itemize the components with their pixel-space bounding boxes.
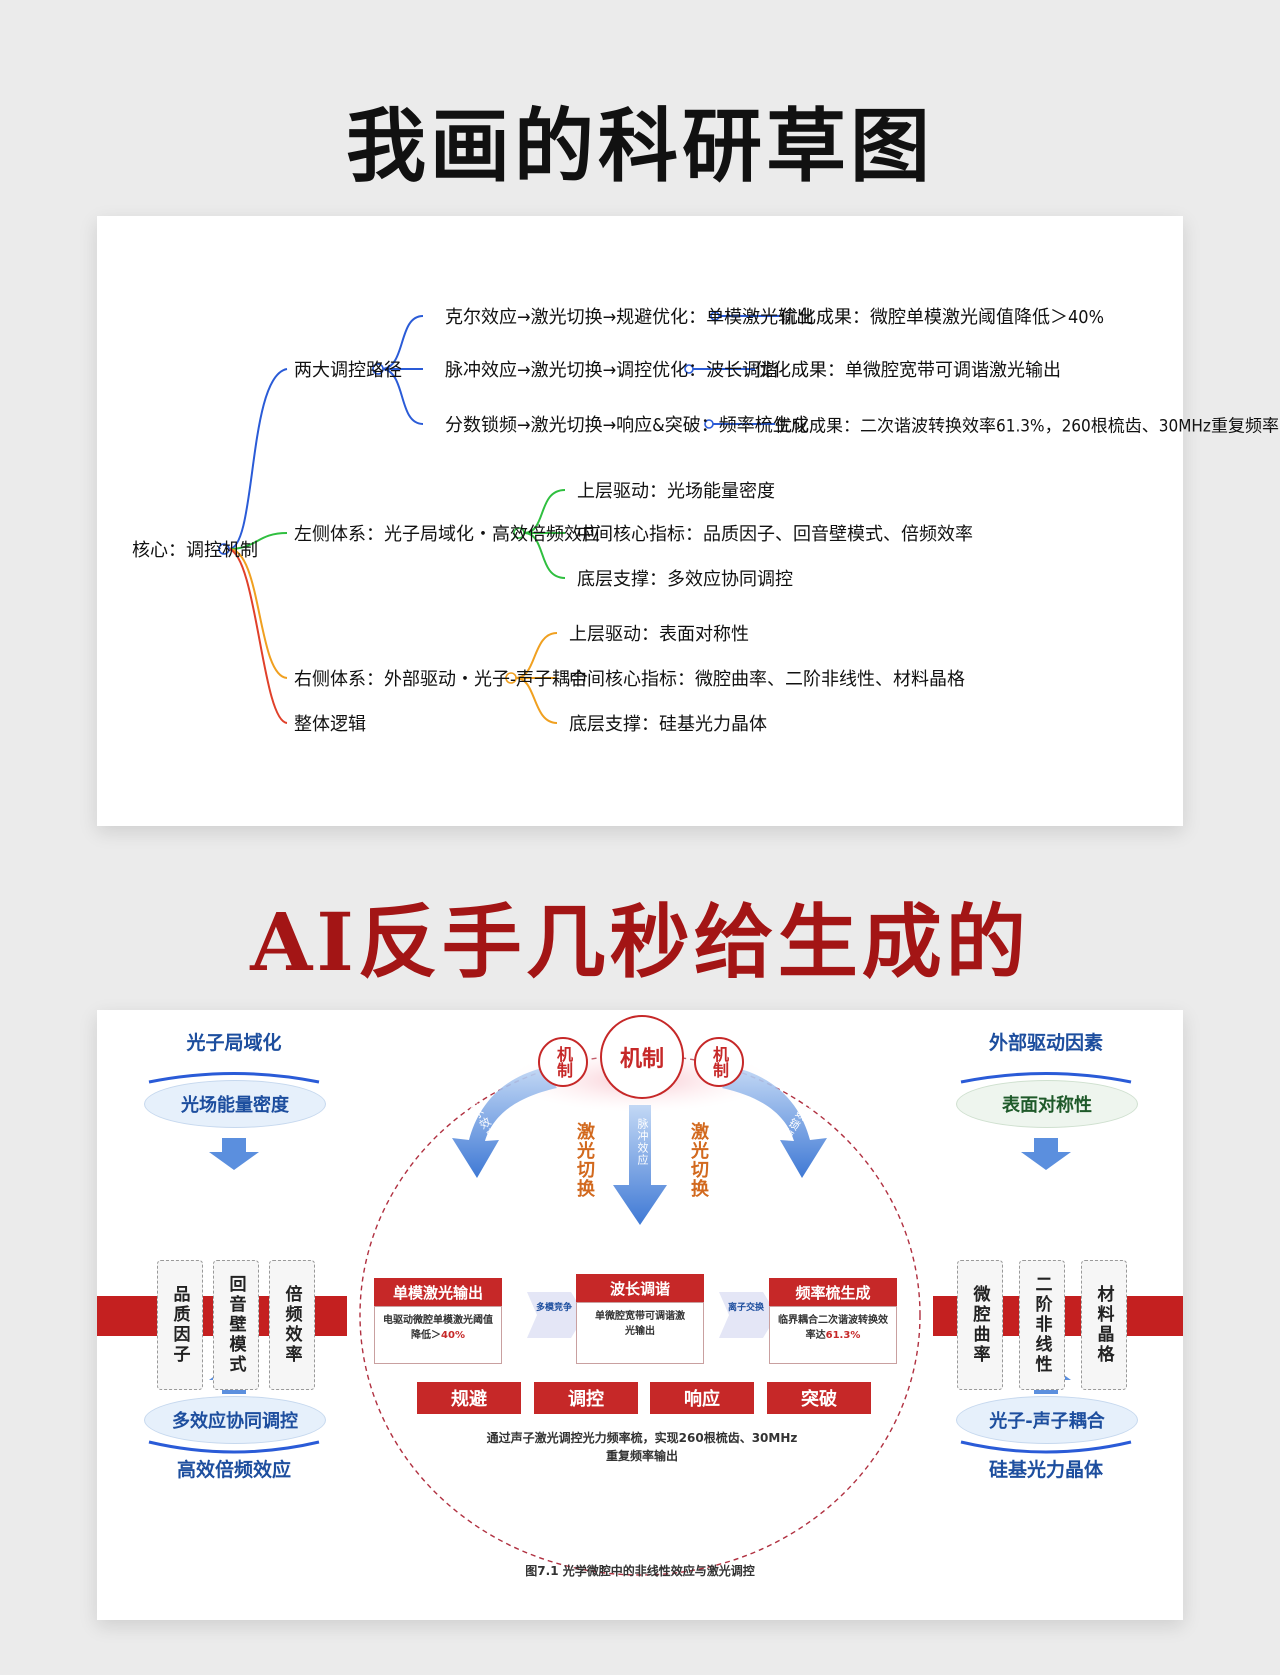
action-avoid: 规避 — [417, 1382, 521, 1414]
action-control: 调控 — [534, 1382, 638, 1414]
mindmap-branch-right-system: 右侧体系：外部驱动・光子-声子耦合 — [294, 669, 588, 690]
action-breakthrough: 突破 — [767, 1382, 871, 1414]
connector-ion-exchange: 离子交换 — [727, 1303, 764, 1313]
box-single-mode-body: 电驱动微腔单模激光阈值 降低＞40% — [374, 1306, 502, 1364]
mindmap-branch-left-system: 左侧体系：光子局域化・高效倍频效应 — [294, 524, 600, 545]
mindmap-right-bottom: 底层支撑：硅基光力晶体 — [569, 714, 767, 735]
left-box-whispering-gallery: 回音壁模式 — [213, 1260, 259, 1390]
mindmap-path-1-result: 优化成果：微腔单模激光阈值降低＞40% — [780, 307, 1104, 328]
page-title-bottom: AI反手几秒给生成的 — [250, 895, 1030, 989]
summary-text: 通过声子激光调控光力频率梳，实现260根梳齿、30MHz 重复频率输出 — [486, 1431, 798, 1463]
mindmap-right-mid: 中间核心指标：微腔曲率、二阶非线性、材料晶格 — [569, 669, 965, 690]
mindmap-root: 核心：调控机制 — [132, 540, 258, 561]
mindmap-left-bottom: 底层支撑：多效应协同调控 — [577, 569, 793, 590]
box-tuning-body: 单微腔宽带可调谐激 光输出 — [576, 1302, 704, 1364]
mindmap-path-2: 脉冲效应→激光切换→调控优化：波长调谐 — [445, 360, 779, 381]
right-footer: 硅基光力晶体 — [988, 1459, 1103, 1481]
box-tuning-title: 波长调谐 — [576, 1274, 704, 1302]
mindmap-path-2-result: 优化成果：单微腔宽带可调谐激光输出 — [755, 360, 1061, 381]
laser-switch-right: 激光切换 — [688, 1122, 709, 1198]
right-bottom-ellipse: 光子-声子耦合 — [956, 1396, 1138, 1444]
mindmap-connectors — [218, 311, 780, 724]
mindmap-branch-logic: 整体逻辑 — [294, 714, 366, 735]
mindmap-branch-paths: 两大调控路径 — [294, 360, 402, 381]
right-heading: 外部驱动因素 — [988, 1032, 1103, 1054]
right-box-lattice: 材料晶格 — [1081, 1260, 1127, 1390]
box-comb-title: 频率梳生成 — [769, 1278, 897, 1306]
diagram-card: 光子局域化 光场能量密度 品质因子 回音壁模式 倍频效率 多效应协同调控 高效倍… — [97, 1010, 1183, 1620]
box-single-mode-title: 单模激光输出 — [374, 1278, 502, 1306]
left-top-ellipse: 光场能量密度 — [144, 1080, 326, 1128]
mindmap-left-mid: 中间核心指标：品质因子、回音壁模式、倍频效率 — [577, 524, 973, 545]
figure-caption: 图7.1 光学微腔中的非线性效应与激光调控 — [525, 1564, 755, 1578]
mechanism-circle-right: 机制 — [694, 1037, 744, 1087]
left-box-quality-factor: 品质因子 — [157, 1260, 203, 1390]
arrow-label-pulse: 脉冲效应 — [636, 1118, 649, 1166]
mindmap-right-top: 上层驱动：表面对称性 — [569, 624, 749, 645]
mindmap-path-3: 分数锁频→激光切换→响应&突破：频率梳生成 — [445, 415, 809, 436]
mindmap-path-3-result: 优化成果：二次谐波转换效率61.3%，260根梳齿、30MHz重复频率 — [775, 416, 1279, 437]
right-box-curvature: 微腔曲率 — [957, 1260, 1003, 1390]
right-box-second-order: 二阶非线性 — [1019, 1260, 1065, 1390]
left-footer: 高效倍频效应 — [176, 1459, 291, 1481]
action-respond: 响应 — [650, 1382, 754, 1414]
right-top-ellipse: 表面对称性 — [956, 1080, 1138, 1128]
laser-switch-left: 激光切换 — [574, 1122, 595, 1198]
mechanism-circle-main: 机制 — [600, 1015, 684, 1099]
box-comb-body: 临界耦合二次谐波转换效 率达61.3% — [769, 1306, 897, 1364]
mechanism-circle-left: 机制 — [538, 1037, 588, 1087]
mindmap-path-1: 克尔效应→激光切换→规避优化：单模激光输出 — [445, 307, 815, 328]
mindmap-left-top: 上层驱动：光场能量密度 — [577, 481, 775, 502]
page-title-top: 我画的科研草图 — [346, 99, 934, 193]
connector-multimode: 多模竞争 — [535, 1303, 572, 1313]
left-heading: 光子局域化 — [186, 1032, 282, 1054]
mindmap-card: 核心：调控机制 两大调控路径 左侧体系：光子局域化・高效倍频效应 右侧体系：外部… — [97, 216, 1279, 826]
left-bottom-ellipse: 多效应协同调控 — [144, 1396, 326, 1444]
left-box-doubling-efficiency: 倍频效率 — [269, 1260, 315, 1390]
